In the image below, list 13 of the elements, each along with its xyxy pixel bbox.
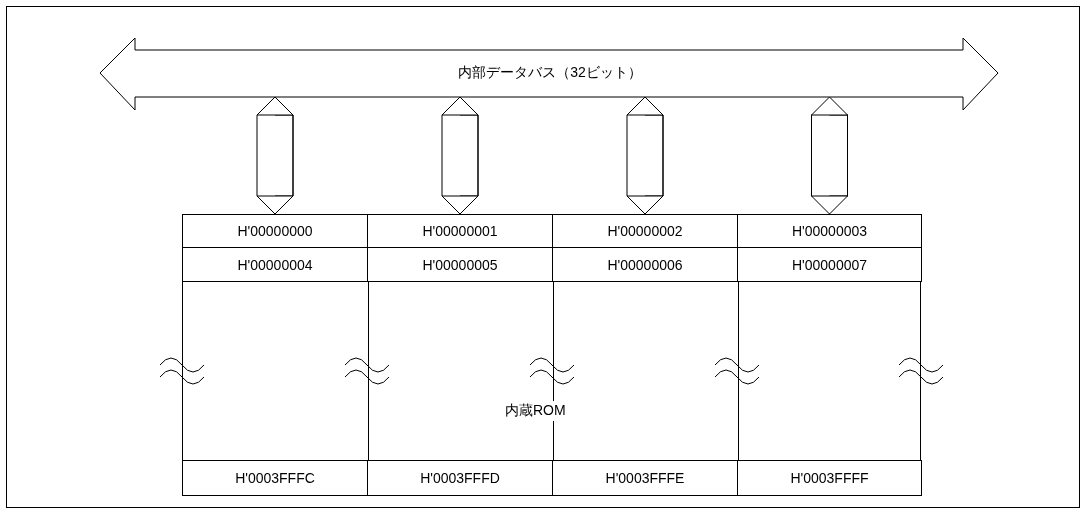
double-arrow (441, 96, 479, 215)
address-cell: H'0003FFFF (737, 460, 922, 496)
address-cell: H'0003FFFC (182, 460, 368, 496)
double-arrow (626, 96, 664, 215)
address-cell: H'0003FFFE (552, 460, 738, 496)
double-arrow (256, 96, 294, 215)
memory-label: 内蔵ROM (503, 401, 568, 421)
address-cell: H'0003FFFD (367, 460, 553, 496)
address-cell: H'00000007 (737, 247, 922, 282)
memory-block (182, 214, 921, 495)
bus-label: 内部データバス（32ビット） (457, 64, 643, 82)
bus-double-arrow (99, 37, 999, 111)
double-arrow (811, 96, 848, 215)
